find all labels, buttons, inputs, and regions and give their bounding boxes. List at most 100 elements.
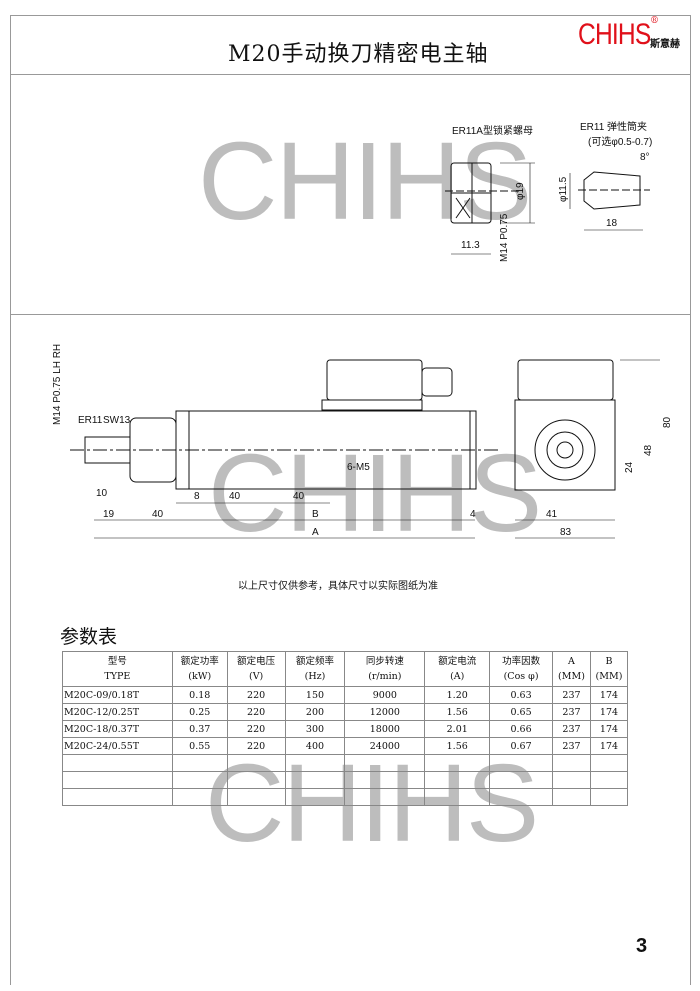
table-cell (344, 771, 426, 789)
table-cell (284, 754, 346, 772)
table-cell (424, 771, 491, 789)
table-cell: 220 (226, 720, 286, 738)
column-header: 额定频率 (Hz) (284, 651, 346, 687)
dim-83: 83 (560, 527, 572, 538)
table-cell: 1.56 (424, 703, 491, 721)
table-cell: 0.65 (489, 703, 553, 721)
column-header: 额定电压(V) (226, 651, 286, 687)
empty-table-row (62, 754, 629, 772)
table-cell: 237 (552, 686, 591, 704)
table-header-row: 型号 TYPE 额定功率(kW)额定电压(V) 额定频率 (Hz) 同步转速(r/min)… (62, 651, 629, 687)
table-cell: 0.25 (171, 703, 228, 721)
column-header: 同步转速(r/min) (344, 651, 426, 687)
dim-40: 40 (152, 509, 164, 520)
column-header-text: (Cos φ) (503, 671, 539, 682)
collet-diameter: φ11.5 (558, 176, 569, 202)
brand-logo-subtitle: 斯意赫 (650, 39, 680, 50)
collet-option: (可选φ0.5-0.7) (588, 135, 652, 148)
table-cell (344, 754, 426, 772)
table-cell (226, 754, 286, 772)
collet-angle: 8° (640, 152, 650, 163)
table-cell (589, 754, 629, 772)
holes-label: 6-M5 (347, 462, 370, 473)
dim-4: 4 (470, 509, 476, 520)
dim-48: 48 (643, 444, 654, 456)
registered-mark: ® (650, 16, 659, 26)
column-header: 额定功率(kW) (171, 651, 228, 687)
table-cell: 18000 (344, 720, 426, 738)
column-header: A(MM) (552, 651, 591, 687)
table-cell (424, 754, 491, 772)
table-cell: 174 (589, 703, 629, 721)
table-cell (489, 788, 553, 806)
dim-a: A (312, 527, 319, 538)
table-cell: M20C-18/0.37T (62, 720, 173, 738)
dim-b: B (312, 509, 319, 520)
column-header-text: 额定功率 (180, 656, 219, 667)
section-divider (10, 314, 690, 315)
technical-drawings: ER11A型锁紧螺母 φ19 11.3 M14 P0.75 ER11 弹性筒夹 … (52, 120, 673, 539)
nut-thread: M14 P0.75 (499, 213, 510, 262)
table-cell (552, 754, 591, 772)
table-cell: 400 (284, 737, 346, 755)
table-cell (284, 771, 346, 789)
table-cell (226, 788, 286, 806)
table-cell (589, 788, 629, 806)
dim-19: 19 (103, 509, 115, 520)
table-cell: 1.56 (424, 737, 491, 755)
nut-diameter: φ19 (515, 182, 526, 200)
column-header-text: (MM) (558, 671, 585, 682)
dimension-note: 以上尺寸仅供参考，具体尺寸以实际图纸为准 (238, 581, 438, 592)
column-header-text: TYPE (104, 671, 131, 682)
table-cell: 220 (226, 686, 286, 704)
column-header: B(MM) (589, 651, 629, 687)
table-cell (171, 754, 228, 772)
table-cell: 220 (226, 737, 286, 755)
table-cell: 174 (589, 737, 629, 755)
collet-length: 18 (606, 218, 618, 229)
table-cell: 0.18 (171, 686, 228, 704)
collet-label: ER11 弹性筒夹 (580, 120, 647, 133)
column-header-text: 功率因数 (502, 656, 541, 667)
table-cell: 0.55 (171, 737, 228, 755)
column-header: 额定电流(A) (424, 651, 491, 687)
empty-table-row (62, 788, 629, 806)
table-cell: 12000 (344, 703, 426, 721)
column-header-text: 同步转速 (365, 656, 404, 667)
page-frame (10, 15, 691, 985)
table-cell (171, 788, 228, 806)
table-cell (62, 788, 173, 806)
watermark: CHIHS (208, 432, 542, 555)
column-header-text: 型号 (107, 656, 127, 667)
dim-41: 41 (546, 509, 558, 520)
dim-40: 40 (229, 491, 241, 502)
table-cell (552, 771, 591, 789)
table-cell: 2.01 (424, 720, 491, 738)
empty-table-row (62, 771, 629, 789)
thread-spec: M14 P0.75 LH RH (52, 344, 63, 425)
dim-10: 10 (96, 488, 108, 499)
table-cell: 237 (552, 703, 591, 721)
lock-nut-drawing: ER11A型锁紧螺母 φ19 11.3 M14 P0.75 (445, 124, 535, 262)
table-cell: M20C-12/0.25T (62, 703, 173, 721)
table-cell (171, 771, 228, 789)
table-cell (344, 788, 426, 806)
table-cell: 0.67 (489, 737, 553, 755)
parameter-table: 型号 TYPE 额定功率(kW)额定电压(V) 额定频率 (Hz) 同步转速(r/min)… (62, 651, 629, 806)
spindle-end-view: 80 48 24 41 83 (514, 359, 673, 539)
table-cell (62, 754, 173, 772)
table-cell: 237 (552, 720, 591, 738)
params-title: 参数表 (60, 626, 118, 648)
collet-drawing: ER11 弹性筒夹 (可选φ0.5-0.7) φ11.5 18 8° (558, 120, 652, 231)
column-header: 型号 TYPE (62, 651, 173, 687)
table-cell: 24000 (344, 737, 426, 755)
table-cell (489, 754, 553, 772)
column-header-text: (Hz) (304, 671, 326, 682)
page-number: 3 (636, 935, 648, 957)
column-header-text: 额定频率 (295, 656, 334, 667)
table-cell (226, 771, 286, 789)
table-cell (62, 771, 173, 789)
header-divider (10, 74, 690, 75)
